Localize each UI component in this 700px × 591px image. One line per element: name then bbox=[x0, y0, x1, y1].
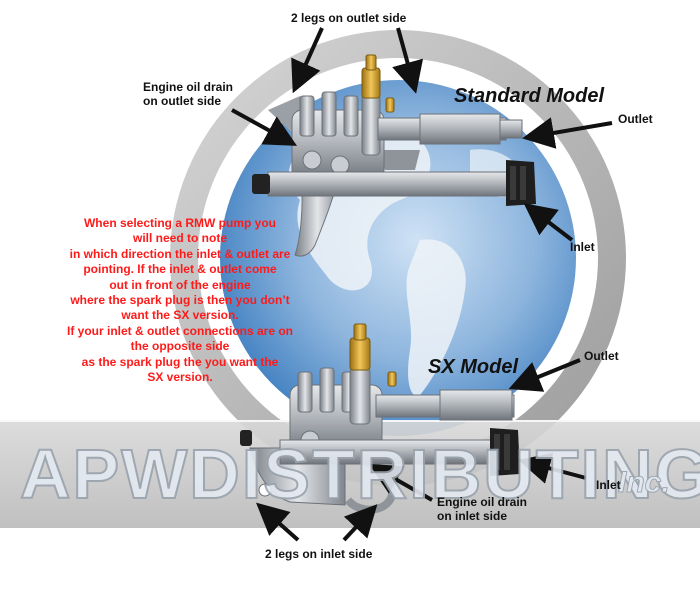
note-line: where the spark plug is then you don’t bbox=[70, 293, 290, 308]
note-line: the opposite side bbox=[130, 339, 230, 354]
arrow-outlet-drain bbox=[231, 108, 298, 146]
label-outlet-legs: 2 legs on outlet side bbox=[291, 11, 407, 25]
arrow-outlet-legs-right bbox=[392, 27, 424, 94]
note-line: out in front of the engine bbox=[109, 277, 251, 292]
note-line: want the SX version. bbox=[121, 308, 239, 323]
label-outlet-bottom: Outlet bbox=[584, 349, 619, 363]
note-line: If your inlet & outlet connections are o… bbox=[66, 323, 294, 338]
label-outlet-drain-line2: on outlet side bbox=[143, 94, 221, 108]
note-line: in which direction the inlet & outlet ar… bbox=[69, 246, 291, 261]
label-inlet-drain-line2: on inlet side bbox=[437, 509, 508, 523]
arrow-inlet-drain bbox=[369, 464, 433, 502]
sx-model-pump bbox=[240, 323, 520, 514]
label-inlet-legs: 2 legs on inlet side bbox=[265, 547, 373, 561]
watermark-main: APWDISTRIBUTING, bbox=[19, 434, 700, 514]
arrow-outlet-bottom bbox=[508, 358, 581, 392]
callout-arrows bbox=[231, 27, 613, 542]
label-outlet-top: Outlet bbox=[618, 112, 653, 126]
label-inlet-top: Inlet bbox=[570, 240, 595, 254]
arrow-inlet-legs-right bbox=[342, 504, 378, 542]
label-outlet-drain-line1: Engine oil drain bbox=[143, 80, 234, 94]
arrow-outlet-top bbox=[522, 117, 613, 149]
label-standard-model: Standard Model bbox=[454, 85, 605, 107]
label-sx-model: SX Model bbox=[428, 356, 519, 378]
note-line: as the spark plug the you want the bbox=[81, 354, 279, 369]
label-inlet-bottom: Inlet bbox=[596, 478, 621, 492]
arrow-inlet-bottom bbox=[518, 452, 587, 484]
arrow-inlet-top bbox=[523, 203, 574, 242]
selection-note: When selecting a RMW pump you will need … bbox=[40, 216, 320, 385]
label-inlet-drain: Engine oil drain on inlet side bbox=[437, 495, 527, 523]
note-line: will need to note bbox=[132, 231, 227, 246]
note-line: SX version. bbox=[147, 370, 213, 385]
arrow-outlet-legs-left bbox=[291, 27, 324, 94]
watermark-suffix: Inc. bbox=[618, 466, 671, 500]
note-line: When selecting a RMW pump you bbox=[83, 216, 276, 230]
note-line: pointing. If the inlet & outlet come bbox=[83, 262, 277, 277]
label-outlet-drain: Engine oil drain on outlet side bbox=[143, 80, 233, 108]
arrow-inlet-legs-left bbox=[256, 502, 300, 542]
label-inlet-drain-line1: Engine oil drain bbox=[437, 495, 528, 509]
